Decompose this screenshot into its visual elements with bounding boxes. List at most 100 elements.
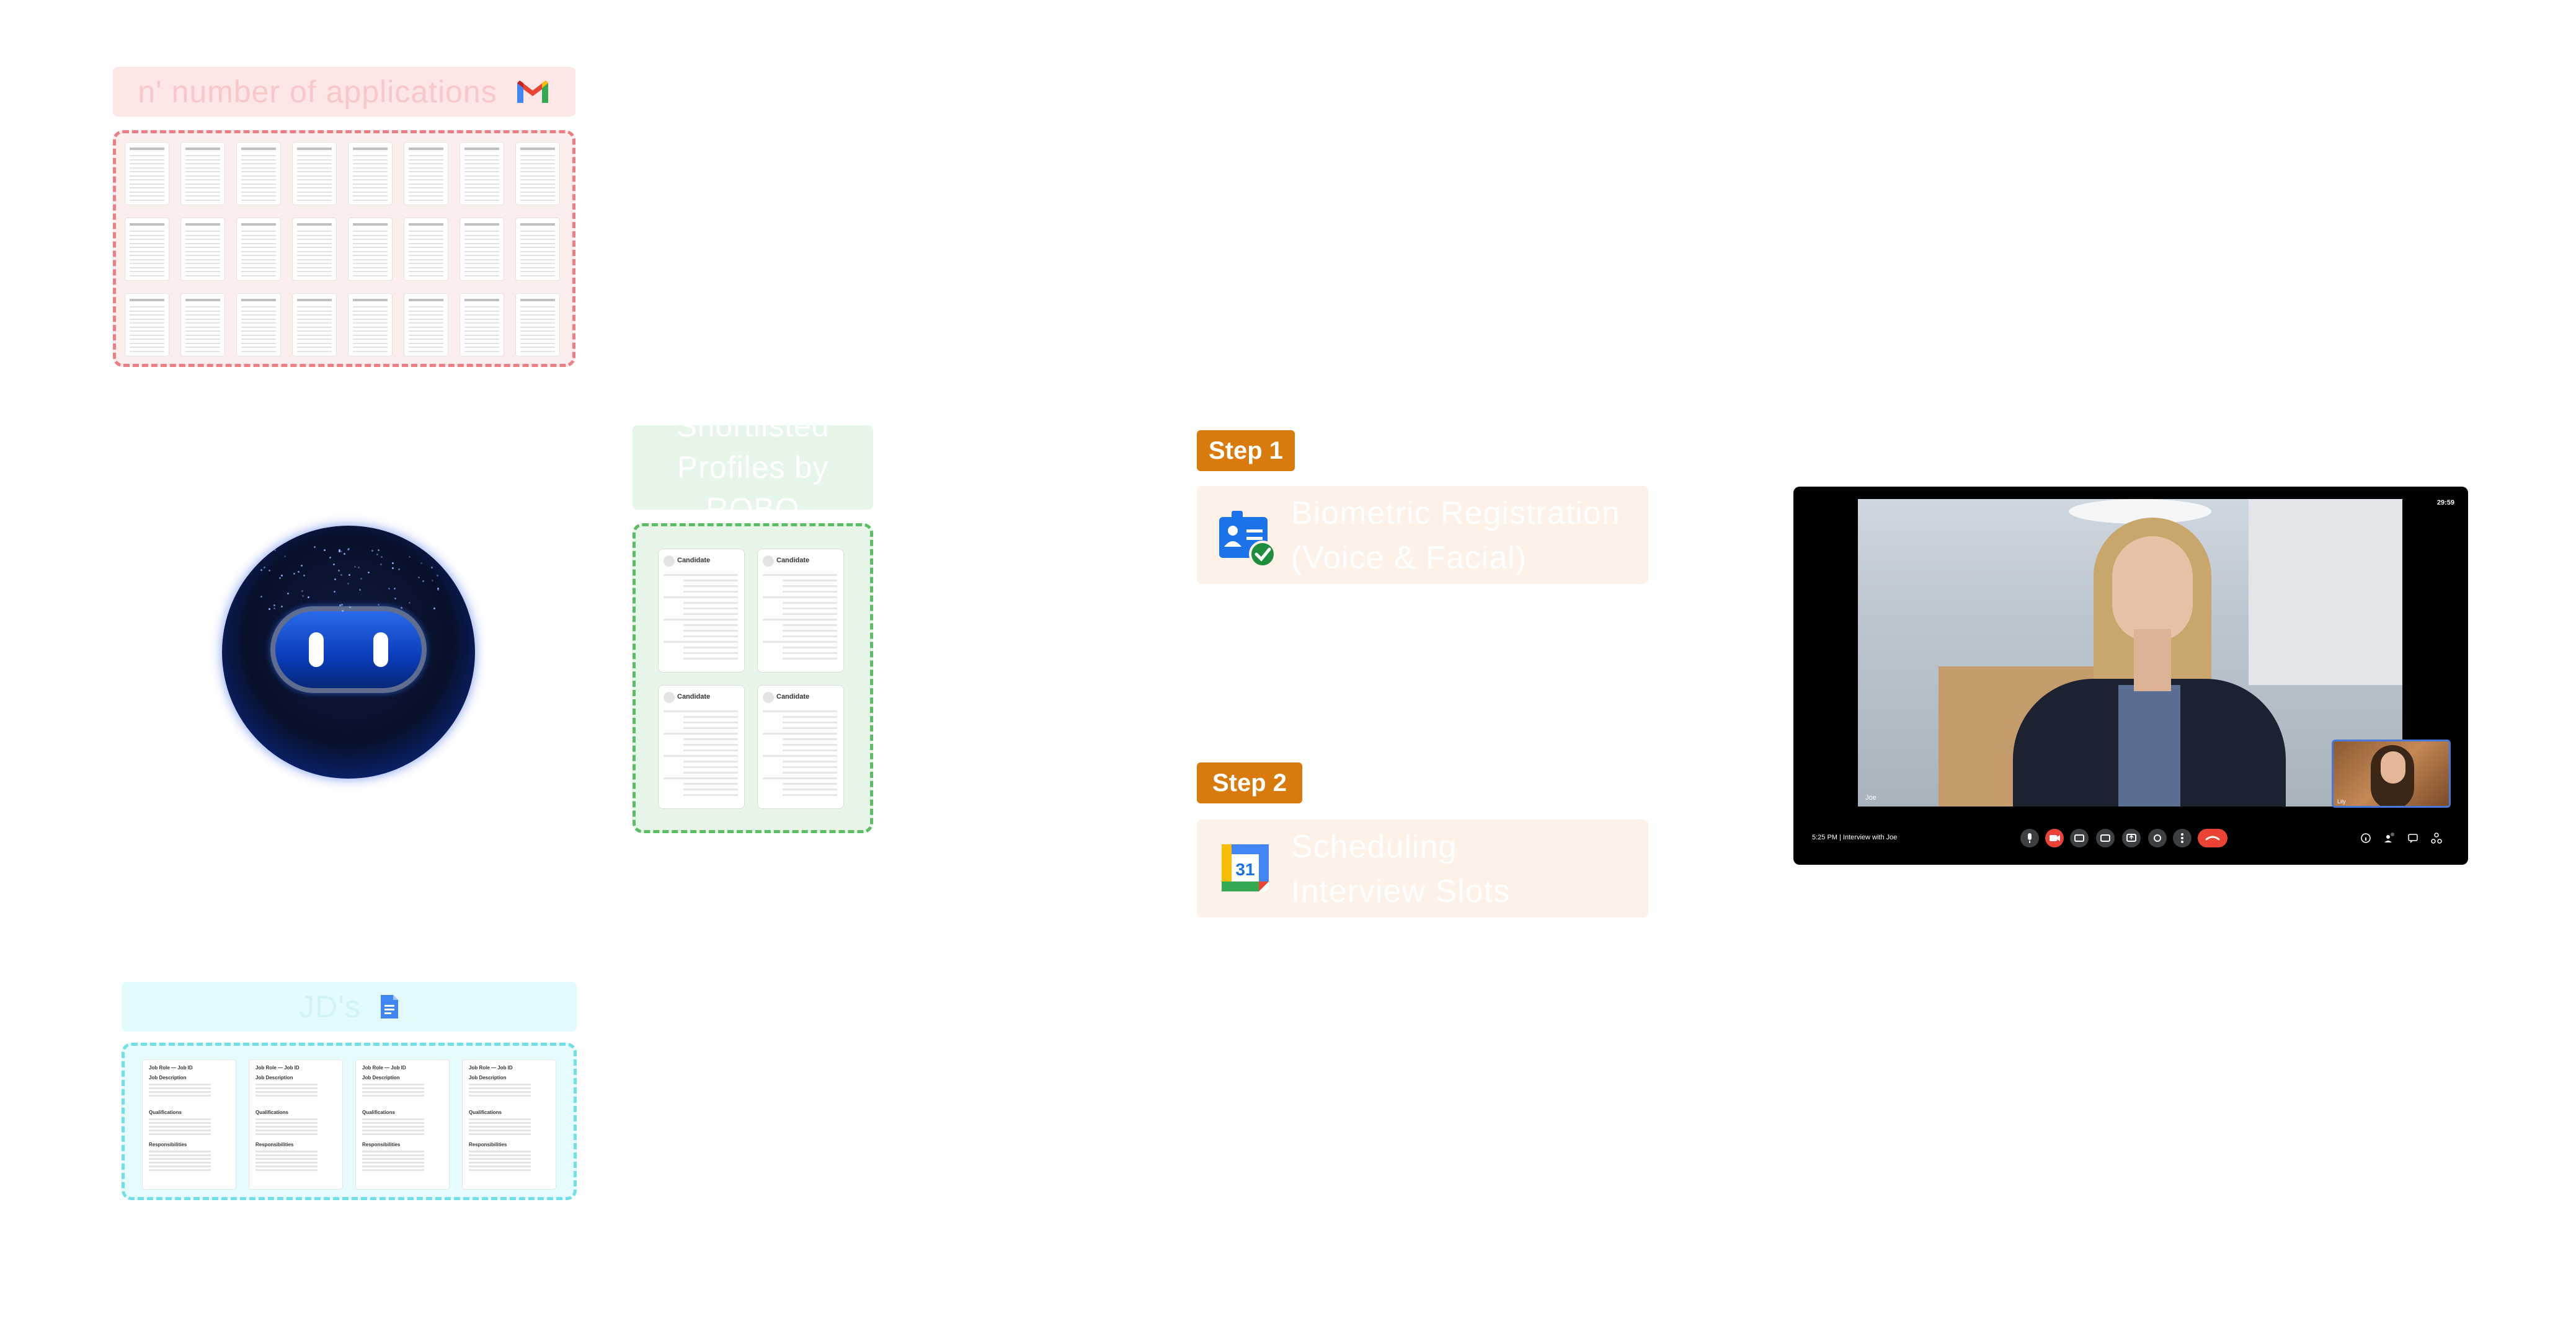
candidate-line <box>683 722 738 723</box>
doc-line <box>409 247 443 248</box>
present-button[interactable] <box>2122 829 2141 847</box>
doc-header <box>353 299 388 301</box>
doc-line <box>130 195 164 197</box>
jd-line <box>362 1165 424 1167</box>
doc-line <box>464 330 499 332</box>
doc-line <box>520 155 555 156</box>
candidate-profile-card: Candidate <box>757 549 844 673</box>
doc-line <box>185 171 220 172</box>
doc-line <box>241 231 276 232</box>
candidate-line <box>763 596 837 598</box>
application-doc <box>125 218 169 281</box>
sparkle-dot <box>357 567 360 569</box>
jd-line <box>255 1084 318 1085</box>
application-doc <box>125 293 169 356</box>
application-doc <box>404 218 448 281</box>
doc-line <box>185 306 220 307</box>
doc-line <box>464 306 499 307</box>
chat-icon[interactable] <box>2406 831 2420 845</box>
doc-line <box>297 239 332 240</box>
sparkle-dot <box>263 566 265 568</box>
doc-line <box>353 334 388 336</box>
robot-visor <box>270 606 427 693</box>
doc-line <box>464 242 499 244</box>
sparkle-dot <box>347 582 350 585</box>
google-docs-icon <box>380 995 398 1019</box>
jd-line <box>362 1095 424 1097</box>
application-doc <box>460 293 504 356</box>
jd-line <box>362 1118 424 1120</box>
jd-line <box>255 1158 318 1160</box>
doc-line <box>297 231 332 232</box>
doc-line <box>353 342 388 344</box>
sparkle-dot <box>340 574 342 577</box>
sparkle-dot <box>339 604 341 607</box>
pip-participant-name: Lily <box>2337 798 2346 805</box>
doc-line <box>297 318 332 320</box>
sparkle-dot <box>341 610 344 612</box>
emoji-button[interactable] <box>2096 829 2115 847</box>
doc-header <box>297 148 332 150</box>
doc-line <box>185 247 220 248</box>
application-doc <box>460 218 504 281</box>
doc-line <box>185 350 220 352</box>
doc-line <box>409 195 443 197</box>
candidate-line <box>683 772 738 774</box>
activities-icon[interactable] <box>2430 831 2443 845</box>
jd-line <box>149 1154 211 1156</box>
doc-line <box>130 187 164 188</box>
camera-off-icon <box>2050 835 2060 841</box>
self-view-pip[interactable]: Lily <box>2332 740 2451 808</box>
doc-line <box>130 191 164 193</box>
candidate-line <box>683 761 738 762</box>
doc-line <box>464 247 499 248</box>
doc-header <box>520 299 555 301</box>
doc-line <box>464 239 499 240</box>
doc-line <box>353 350 388 352</box>
jd-line <box>469 1169 531 1171</box>
doc-line <box>241 318 276 320</box>
doc-line <box>185 342 220 344</box>
application-doc <box>404 293 448 356</box>
hang-up-icon <box>2205 836 2220 841</box>
sparkle-dot <box>333 563 335 566</box>
doc-line <box>241 310 276 312</box>
doc-line <box>409 183 443 185</box>
doc-line <box>520 250 555 252</box>
doc-line <box>185 199 220 201</box>
application-doc <box>348 293 393 356</box>
leave-call-button[interactable] <box>2198 829 2227 847</box>
more-options-button[interactable] <box>2173 829 2192 847</box>
doc-header <box>409 223 443 226</box>
doc-line <box>130 326 164 328</box>
doc-line <box>353 179 388 180</box>
doc-line <box>241 175 276 177</box>
doc-line <box>297 199 332 201</box>
raise-hand-button[interactable] <box>2148 829 2167 847</box>
doc-line <box>185 231 220 232</box>
doc-header <box>464 299 499 301</box>
info-icon[interactable] <box>2359 831 2373 845</box>
captions-button[interactable] <box>2070 829 2089 847</box>
sparkle-dot <box>268 608 270 611</box>
doc-line <box>130 267 164 268</box>
sparkle-dot <box>298 571 300 573</box>
people-icon[interactable] <box>2383 831 2396 845</box>
camera-button[interactable] <box>2045 829 2064 847</box>
jd-section-title: Responsibilities <box>469 1142 507 1147</box>
sparkle-dot <box>324 549 326 552</box>
doc-line <box>241 239 276 240</box>
doc-line <box>130 247 164 248</box>
doc-line <box>241 350 276 352</box>
sparkle-dot <box>338 549 340 552</box>
application-doc <box>404 142 448 205</box>
doc-line <box>130 334 164 336</box>
mic-button[interactable] <box>2020 829 2039 847</box>
sparkle-dot <box>437 587 440 590</box>
sparkle-dot <box>308 596 310 599</box>
sparkle-dot <box>334 578 336 580</box>
candidate-line <box>783 789 837 790</box>
doc-line <box>409 322 443 324</box>
candidate-line <box>783 738 837 740</box>
doc-line <box>464 271 499 272</box>
